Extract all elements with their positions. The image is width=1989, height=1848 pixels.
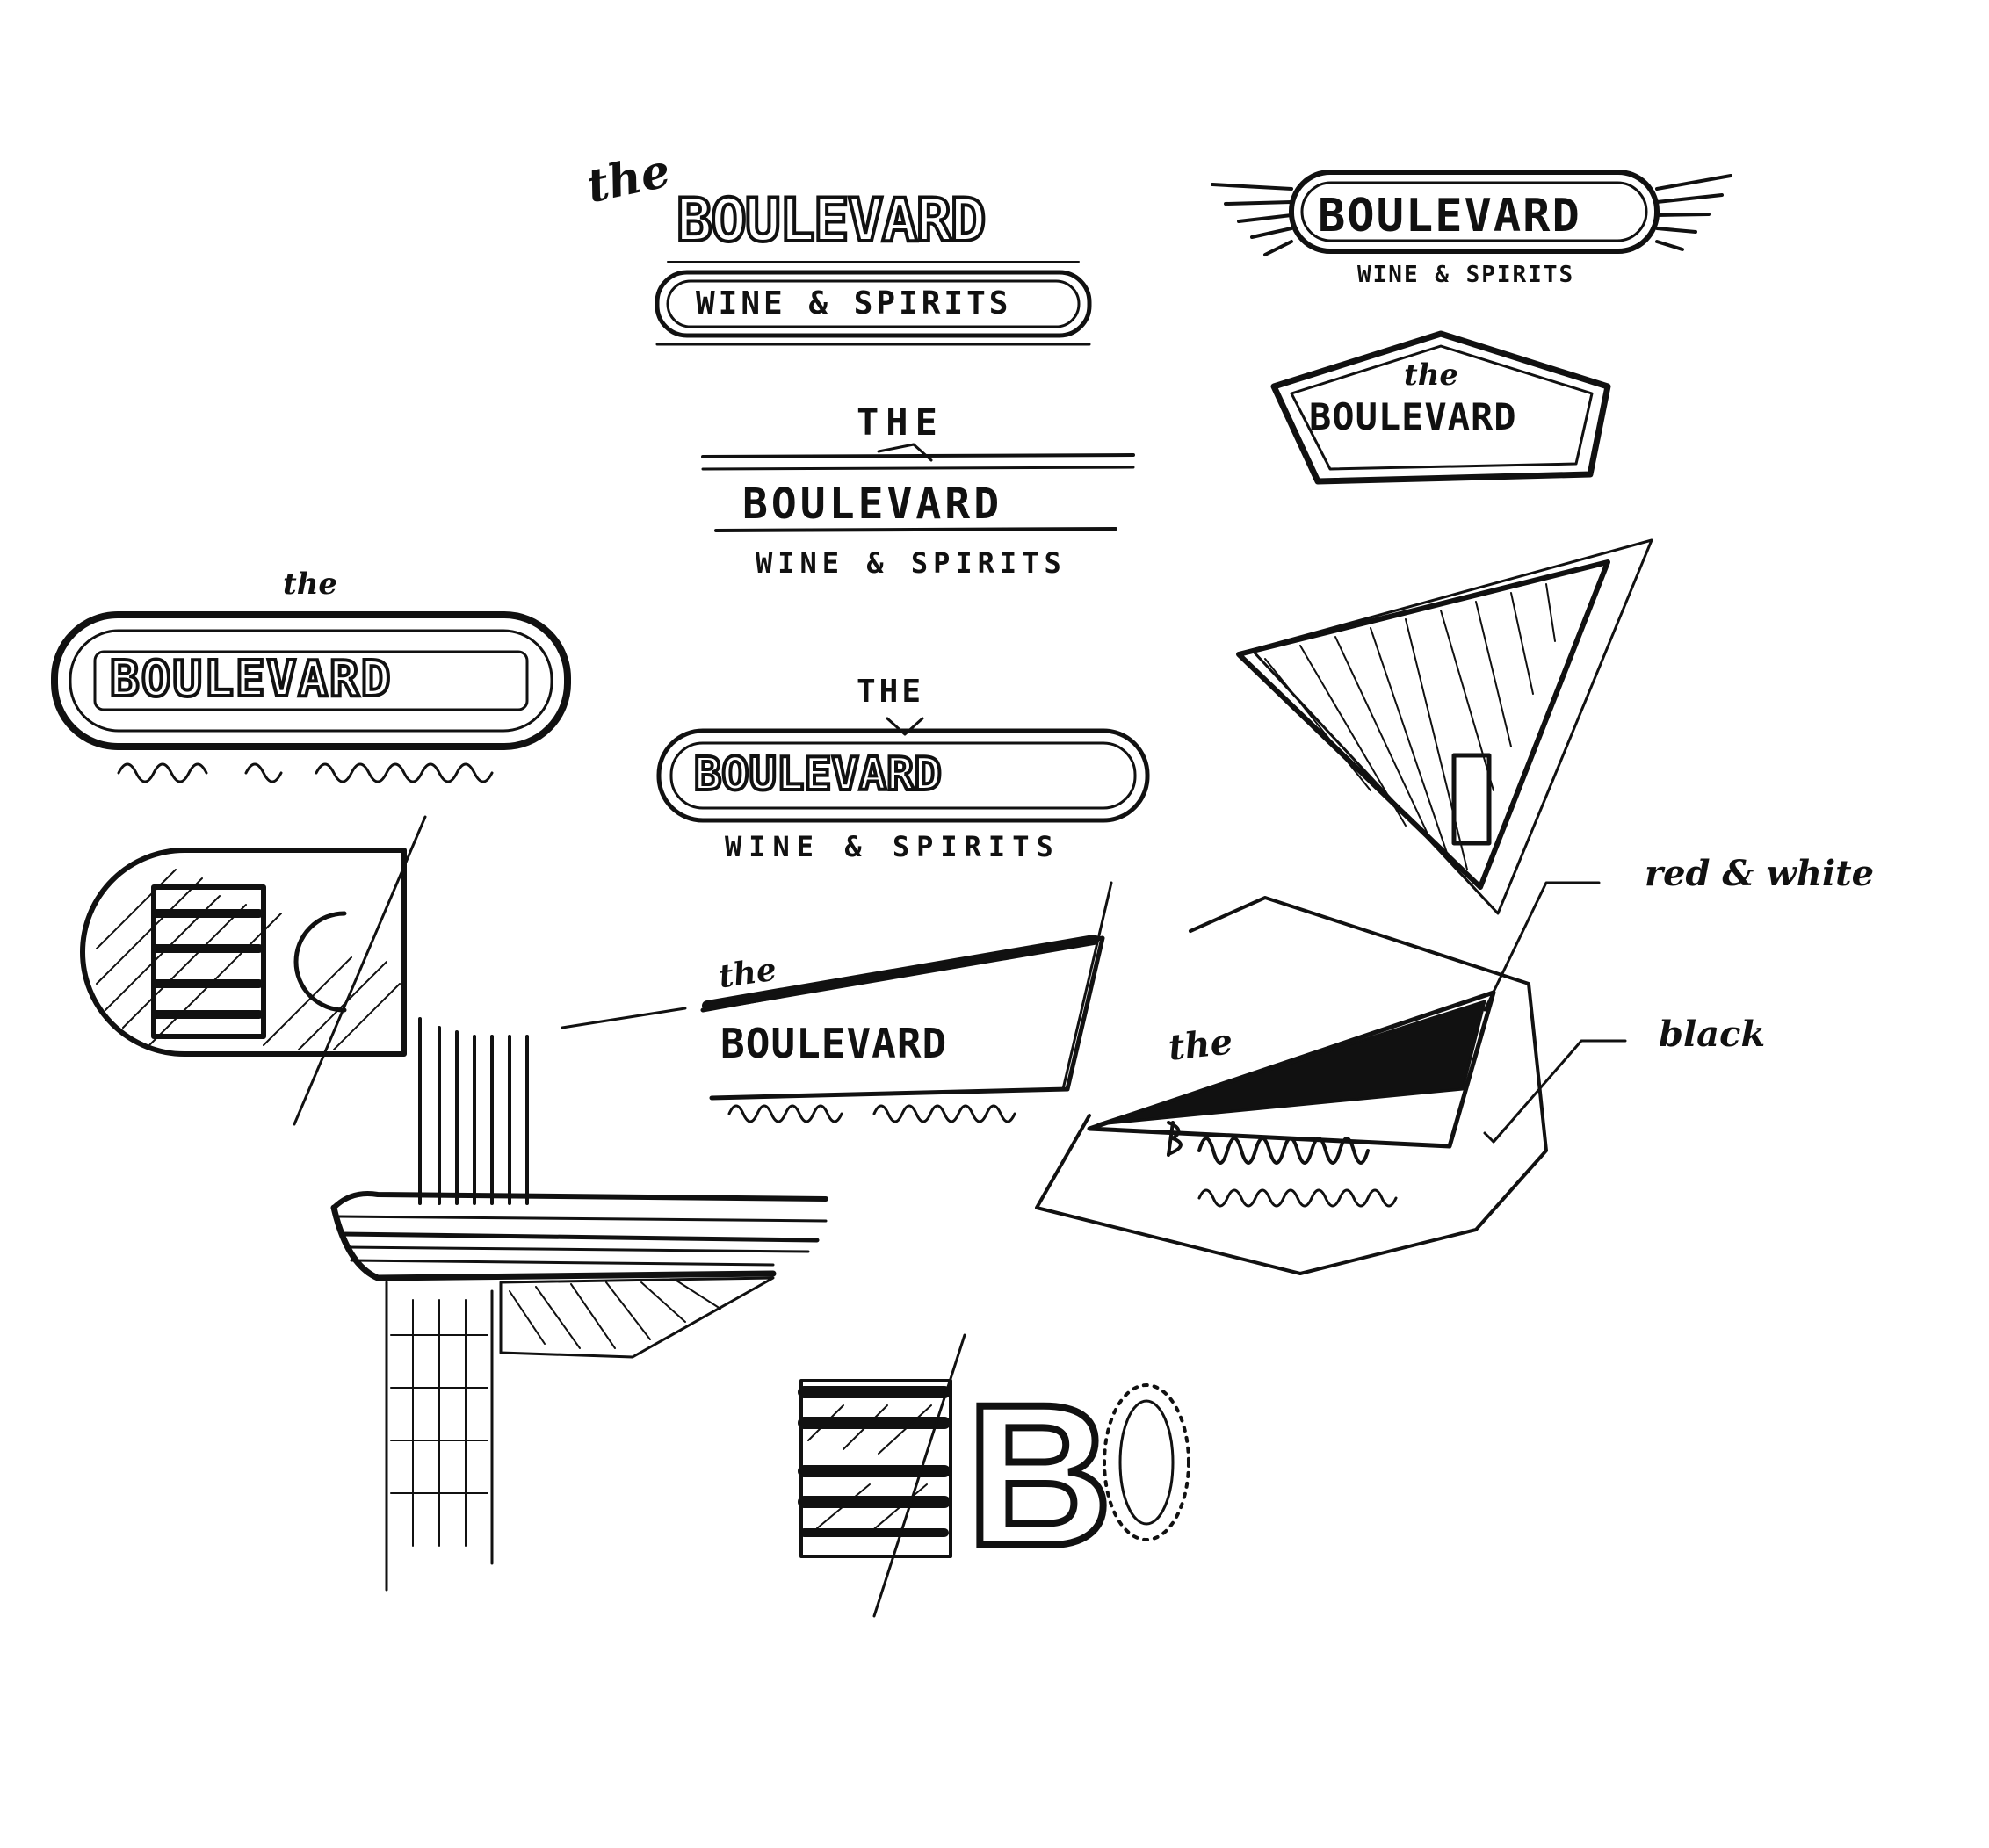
sketch-4-sub: WINE & SPIRITS [756, 546, 1067, 580]
sketch-1-name: BOULEVARD [675, 186, 987, 256]
sketch-6-sub-scribble [117, 762, 494, 783]
sketch-5-the: THE [857, 674, 925, 710]
sketch-2-outline [1211, 170, 1732, 256]
sketch-4-the: THE [857, 401, 944, 444]
annotation-black: black [1659, 1014, 1766, 1055]
sketch-4-name: BOULEVARD [742, 480, 1003, 529]
sketch-12-b-letter: B [963, 1362, 1116, 1588]
sketch-7-mark [80, 815, 427, 1126]
sketch-9-sign [561, 881, 1113, 1101]
sketch-7-mark: BO [151, 883, 310, 1014]
sketch-5-name: BOULEVARD [692, 748, 944, 801]
sketch-5-sub: WINE & SPIRITS [725, 830, 1060, 863]
sketch-2-name: BOULEVARD [1318, 190, 1581, 242]
sketch-4-rules [701, 443, 1135, 532]
sketch-3-the: the [1404, 357, 1459, 393]
sketch-10-the: the [1166, 1021, 1235, 1069]
sketch-1-sub: WINE & SPIRITS [696, 285, 1012, 321]
sketch-11-building [330, 1017, 828, 1592]
sketch-10-name-scribble [1167, 1121, 1370, 1165]
sketch-12-mark [798, 1333, 1190, 1618]
sketch-1-outline [655, 261, 1092, 346]
sketch-3-name: BOULEVARD [1309, 395, 1517, 438]
sketch-3-outline [1270, 330, 1611, 485]
sketch-9-the-label: the [716, 950, 779, 996]
sketch-6-outline [51, 611, 571, 750]
sketch-10-sub-scribble [1197, 1188, 1398, 1208]
annotation-red-white: red & white [1645, 853, 1875, 894]
sketch-2-sub: WINE & SPIRITS [1357, 262, 1575, 288]
sketch-6-the: the [283, 567, 338, 602]
sketch-5-outline [656, 717, 1150, 823]
sketch-8-wedge [1236, 538, 1653, 915]
sketch-6-name: BOULEVARD [108, 651, 393, 708]
sketch-10-badge [1035, 881, 1627, 1275]
sketch-9-sub-scribble [727, 1104, 1016, 1123]
sketch-9-name: BOULEVARD [720, 1020, 948, 1067]
